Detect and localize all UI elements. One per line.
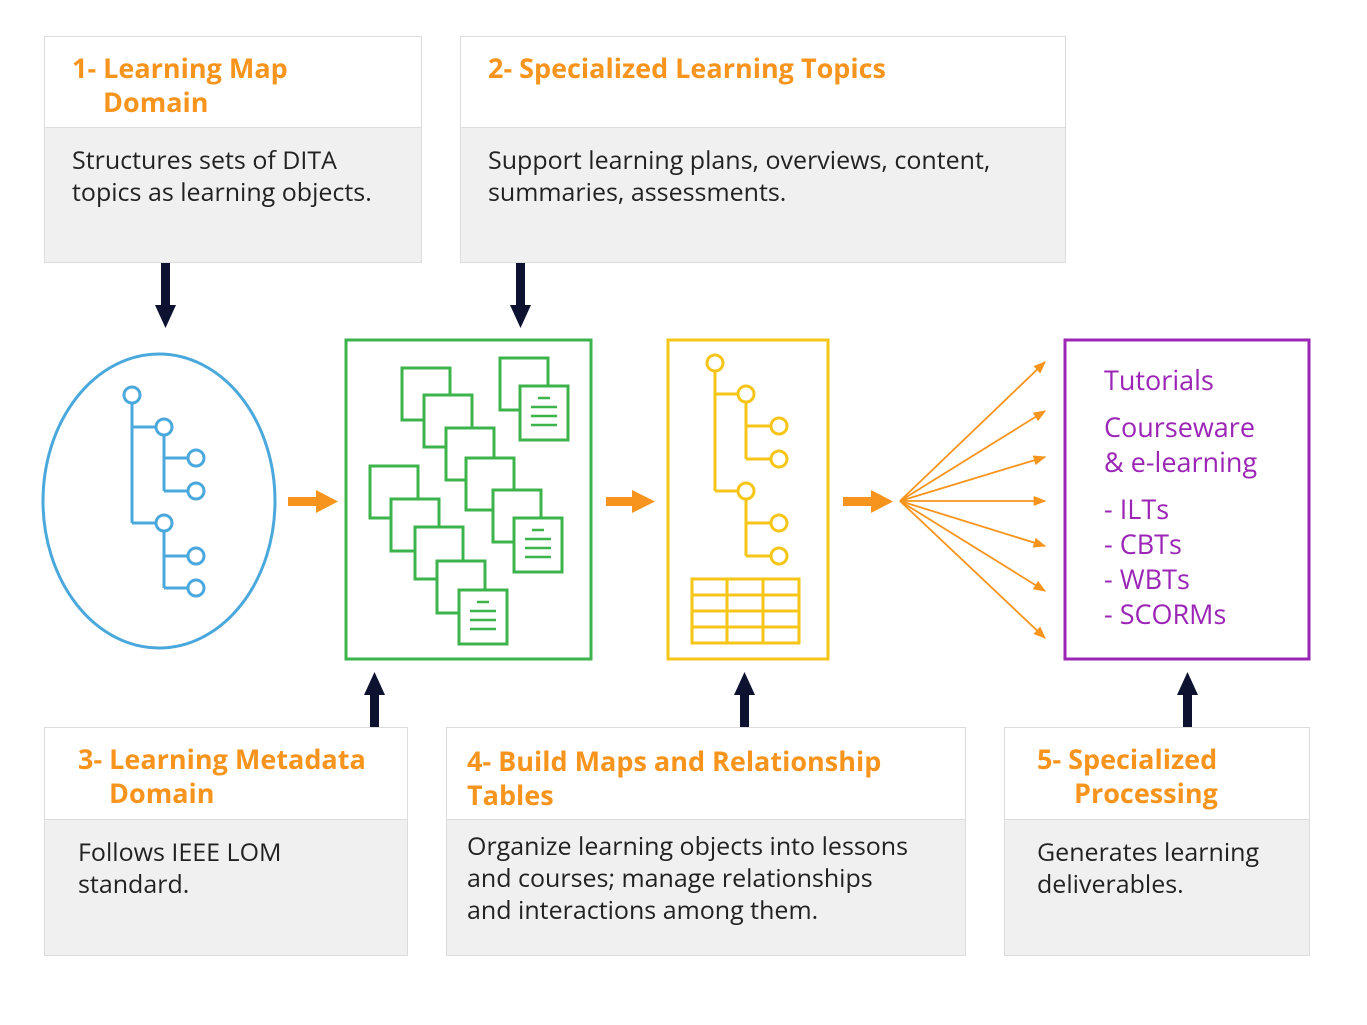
title-line: Processing — [1074, 774, 1218, 811]
desc-line: and interactions among them. — [467, 893, 819, 927]
arrow-box5-up — [1177, 672, 1198, 727]
desc-line: Structures sets of DITA — [72, 143, 337, 177]
output-item: - WBTs — [1104, 560, 1190, 597]
learning-map-domain-box: 1- Learning Map Domain Structures sets o… — [44, 36, 422, 263]
build-maps-title: 4- Build Maps and Relationship Tables — [447, 728, 965, 812]
deliverables-box — [1063, 338, 1311, 661]
desc-line: Support learning plans, overviews, conte… — [488, 143, 991, 177]
fan-arrows — [899, 361, 1047, 639]
specialized-learning-topics-box: 2- Specialized Learning Topics Support l… — [460, 36, 1066, 263]
learning-map-domain-description: Structures sets of DITA topics as learni… — [45, 127, 421, 262]
specialized-processing-title: 5- Specialized Processing — [1005, 728, 1309, 810]
map-relationship-table-icon — [666, 338, 830, 661]
specialized-processing-description: Generates learning deliverables. — [1005, 819, 1309, 955]
deliverables-list: Tutorials Courseware & e-learning - ILTs… — [1104, 362, 1257, 631]
title-line: Domain — [103, 83, 209, 120]
flow-arrow-3 — [843, 490, 893, 513]
build-maps-box: 4- Build Maps and Relationship Tables Or… — [446, 727, 966, 956]
title-line: 1- Learning Map — [72, 49, 288, 86]
arrow-box1-down — [155, 263, 176, 328]
output-courseware: Courseware — [1104, 408, 1255, 445]
output-item: - CBTs — [1104, 525, 1182, 562]
arrow-box3-up — [364, 672, 385, 727]
learning-metadata-domain-description: Follows IEEE LOM standard. — [45, 819, 407, 955]
learning-metadata-domain-title: 3- Learning Metadata Domain — [45, 728, 407, 810]
title-line: 5- Specialized — [1037, 740, 1218, 777]
title-line: 2- Specialized Learning Topics — [488, 49, 886, 86]
arrow-box4-up — [734, 672, 755, 727]
output-item: - SCORMs — [1104, 595, 1227, 632]
title-line: 4- Build Maps and Relationship — [467, 742, 882, 779]
desc-line: Generates learning — [1037, 835, 1260, 869]
build-maps-description: Organize learning objects into lessons a… — [447, 819, 965, 955]
desc-line: deliverables. — [1037, 867, 1184, 901]
learning-metadata-domain-box: 3- Learning Metadata Domain Follows IEEE… — [44, 727, 408, 956]
desc-line: and courses; manage relationships — [467, 861, 873, 895]
specialized-learning-topics-title: 2- Specialized Learning Topics — [461, 37, 1065, 85]
desc-line: Follows IEEE LOM — [78, 835, 282, 869]
learning-map-domain-title: 1- Learning Map Domain — [45, 37, 421, 119]
desc-line: topics as learning objects. — [72, 175, 372, 209]
output-courseware-cont: & e-learning — [1104, 443, 1258, 480]
output-tutorials: Tutorials — [1104, 361, 1214, 398]
learning-map-tree-icon — [41, 352, 277, 650]
title-line: Domain — [109, 774, 215, 811]
specialized-processing-box: 5- Specialized Processing Generates lear… — [1004, 727, 1310, 956]
desc-line: Organize learning objects into lessons — [467, 829, 909, 863]
desc-line: standard. — [78, 867, 190, 901]
title-line: 3- Learning Metadata — [78, 740, 366, 777]
output-item: - ILTs — [1104, 490, 1170, 527]
flow-arrow-2 — [606, 490, 655, 513]
learning-topics-documents-icon — [344, 338, 593, 661]
specialized-learning-topics-description: Support learning plans, overviews, conte… — [461, 127, 1065, 262]
arrow-box2-down — [510, 263, 531, 328]
desc-line: summaries, assessments. — [488, 175, 787, 209]
title-line: Tables — [467, 776, 554, 813]
flow-arrow-1 — [288, 490, 338, 513]
